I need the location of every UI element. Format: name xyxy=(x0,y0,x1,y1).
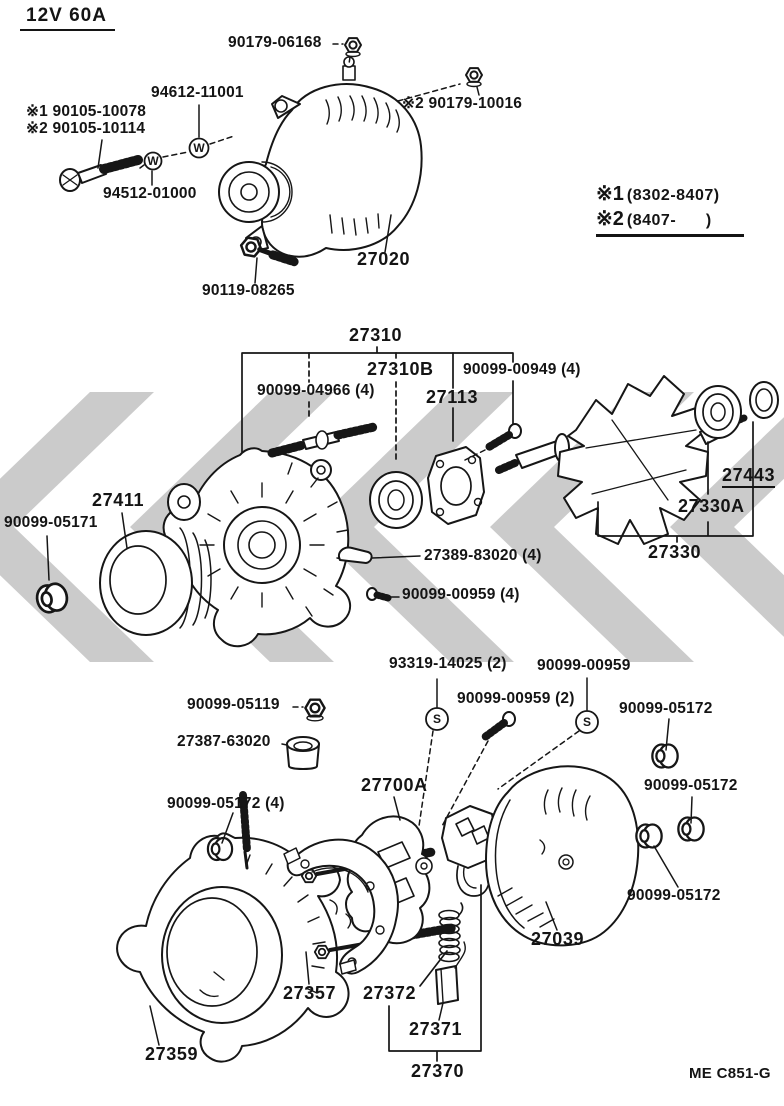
bottom-exploded-art xyxy=(116,677,705,1063)
note-range: (8407- ) xyxy=(626,212,712,229)
callout-27359: 27359 xyxy=(145,1044,199,1064)
callout-27113: 27113 xyxy=(426,387,479,407)
top-alternator-art xyxy=(59,37,483,284)
callout-90099-04966: 90099-04966 (4) xyxy=(257,382,375,399)
callout-90099-05119: 90099-05119 xyxy=(187,696,280,713)
washer-symbol-text: W xyxy=(147,154,159,168)
callout-27310B: 27310B xyxy=(367,359,434,379)
callout-90099-00959-4: 90099-00959 (4) xyxy=(402,586,520,603)
callout-27310: 27310 xyxy=(349,325,403,345)
callout-90099-05172-c: 90099-05172 xyxy=(627,887,721,904)
screw-symbol-text: S xyxy=(433,712,441,726)
callout-90099-00959: 90099-00959 xyxy=(537,657,631,674)
callout-94612-11001: 94612-11001 xyxy=(151,84,244,101)
callout-27411: 27411 xyxy=(92,490,145,510)
callout-27039: 27039 xyxy=(531,929,585,949)
callout-27700A: 27700A xyxy=(361,775,428,795)
washer-symbol-text: W xyxy=(193,141,205,155)
callout-94512-01000: 94512-01000 xyxy=(103,185,197,202)
callout-27371: 27371 xyxy=(409,1019,463,1039)
callout-90105-10114: ※2 90105-10114 xyxy=(26,120,146,137)
callout-90099-05172-4: 90099-05172 (4) xyxy=(167,795,285,812)
callout-90099-00959-2: 90099-00959 (2) xyxy=(457,690,575,707)
callout-27330: 27330 xyxy=(648,542,702,562)
middle-exploded-art xyxy=(33,346,779,648)
note-range: (8302-8407) xyxy=(626,187,720,204)
callout-90179-10016: ※2 90179-10016 xyxy=(402,95,523,112)
callout-27387-63020: 27387-63020 xyxy=(177,733,271,750)
callout-90105-10078: ※1 90105-10078 xyxy=(26,103,147,120)
callout-90119-08265: 90119-08265 xyxy=(202,282,295,299)
note-mark: ※2 xyxy=(596,208,624,230)
callout-90099-00949: 90099-00949 (4) xyxy=(463,361,581,378)
callout-93319-14025: 93319-14025 (2) xyxy=(389,655,507,672)
spec-title: 12V 60A xyxy=(20,5,115,31)
callout-27357: 27357 xyxy=(283,983,337,1003)
callout-90099-05172-a: 90099-05172 xyxy=(619,700,713,717)
note-row: ※1 (8302-8407) xyxy=(596,181,744,206)
note-row: ※2 (8407- ) xyxy=(596,206,744,231)
callout-27372: 27372 xyxy=(363,983,417,1003)
callout-27370: 27370 xyxy=(411,1061,465,1081)
callout-90099-05171: 90099-05171 xyxy=(4,514,98,531)
callout-90179-06168: 90179-06168 xyxy=(228,34,322,51)
screw-symbol-text: S xyxy=(583,715,591,729)
callout-27389-83020: 27389-83020 (4) xyxy=(424,547,542,564)
callout-27020: 27020 xyxy=(357,249,411,269)
callout-27443: 27443 xyxy=(722,466,776,488)
callout-27330A: 27330A xyxy=(678,496,745,516)
production-date-notes: ※1 (8302-8407) ※2 (8407- ) xyxy=(596,181,744,237)
note-mark: ※1 xyxy=(596,183,624,205)
figure-code: ME C851-G xyxy=(689,1065,771,1082)
callout-90099-05172-b: 90099-05172 xyxy=(644,777,738,794)
